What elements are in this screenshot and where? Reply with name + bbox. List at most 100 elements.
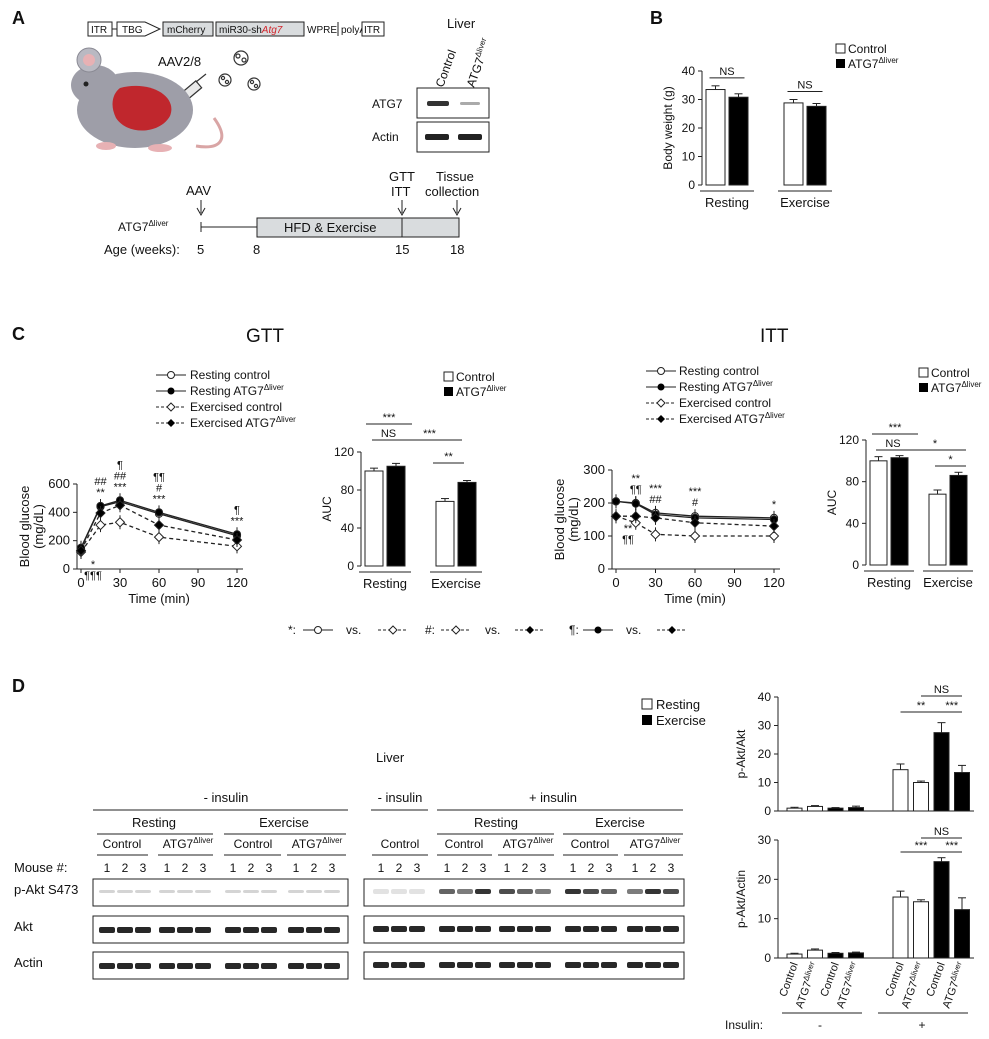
gtt-curve-data-point <box>114 500 126 511</box>
gtt-auc-significance-label: ** <box>444 451 453 463</box>
legend-b-atg7-swatch <box>836 59 845 68</box>
auc-legend-gtt-control: Control <box>456 370 495 384</box>
gtt-curve-data-point <box>153 519 165 531</box>
blot-d-mouse-number: 1 <box>378 861 385 875</box>
construct-diagram: ITR TBG mCherry miR30-shAtg7 WPRE polyA … <box>87 21 385 37</box>
pakt-actin-x-category-label: Control <box>924 961 947 998</box>
blot-d-band <box>99 963 115 969</box>
blot-d-row-label: Actin <box>14 955 43 970</box>
blot-d-band <box>177 963 193 969</box>
auc-legend-gtt-control-swatch <box>443 371 454 382</box>
gtt-legend-1: Resting ATG7Δliver <box>190 383 284 398</box>
blot-d-resting-right: Resting <box>474 815 518 830</box>
blot-d-mouse-number: 3 <box>480 861 487 875</box>
pakt-akt-y-label: p-Akt/Akt <box>734 729 748 778</box>
itt-curve-data-point <box>768 520 780 532</box>
itt-curve-y-tick-label: 300 <box>583 462 605 477</box>
blot-d-band <box>517 889 533 894</box>
blot-d-band <box>663 926 679 932</box>
pakt-actin-x-category-label: Control <box>883 961 906 998</box>
blot-d-band <box>288 963 304 969</box>
virus-label: AAV2/8 <box>158 54 201 69</box>
timeline-event-aav: AAV <box>186 183 211 198</box>
gtt-auc-y-tick-label: 40 <box>341 521 355 535</box>
itt-auc-y-tick-label: 80 <box>846 475 860 489</box>
blot-d-row-label: Akt <box>14 919 33 934</box>
body-weight-y-tick-label: 40 <box>682 64 696 78</box>
blot-d-mouse-number: 2 <box>311 861 318 875</box>
panel-label-c: C <box>12 324 25 344</box>
blot-d-band <box>535 926 551 932</box>
blot-a-band-actin-ctrl <box>425 134 449 140</box>
blot-d-band <box>409 962 425 968</box>
gtt-curve-x-tick-label: 120 <box>226 575 248 590</box>
pakt-akt-significance-label: *** <box>945 700 959 712</box>
itt-curve-x-tick-label: 120 <box>763 575 785 590</box>
blot-d-atg7-3: ATG7Δliver <box>503 836 554 851</box>
gtt-auc-significance-label: NS <box>381 428 396 440</box>
pakt-akt-bar <box>892 769 909 812</box>
body-weight-y-tick-label: 10 <box>682 150 696 164</box>
blot-d-band <box>288 890 304 893</box>
gtt-curve-y-label: Blood glucose <box>17 486 32 568</box>
blot-d-control-4: Control <box>445 837 484 851</box>
pakt-actin-bar <box>954 909 970 959</box>
blot-d-mouse-number: 1 <box>632 861 639 875</box>
blot-d-band <box>135 890 151 893</box>
gtt-curve-x-tick-label: 0 <box>77 575 84 590</box>
blot-d-band <box>159 890 175 893</box>
blot-d-band <box>225 890 241 893</box>
blot-d-band <box>117 890 133 893</box>
blot-d-band <box>373 926 389 932</box>
panel-label-a: A <box>12 8 25 28</box>
legend-b: Control ATG7Δliver <box>835 42 899 71</box>
virus-particle-icon <box>218 50 261 91</box>
gtt-auc-bar <box>386 465 406 567</box>
blot-d-band <box>391 889 407 894</box>
blot-d-band <box>457 926 473 932</box>
key-para: ¶: <box>569 623 579 637</box>
pakt-akt-y-tick-label: 20 <box>758 747 772 761</box>
pakt-actin-bar <box>913 901 929 959</box>
gtt-curve-data-point <box>231 534 243 546</box>
blot-d-atg7-2: ATG7Δliver <box>292 836 343 851</box>
itt-auc-y-tick-label: 0 <box>852 558 859 572</box>
blot-d-band <box>117 963 133 969</box>
gtt-auc-y-tick-label: 80 <box>341 483 355 497</box>
blot-d-band <box>475 962 491 968</box>
blot-d-band <box>99 927 115 933</box>
pakt-actin-y-tick-label: 20 <box>758 872 772 886</box>
itt-curve-significance-label: ** <box>631 473 640 485</box>
pakt-akt-bar <box>954 772 970 812</box>
blot-a-band-actin-ko <box>458 134 482 140</box>
gtt-curve-significance-label: # <box>156 482 163 494</box>
pakt-actin-x-category-label: Control <box>777 961 800 998</box>
blot-d-row-label: p-Akt S473 <box>14 882 78 897</box>
legend-b-control: Control <box>848 42 887 56</box>
pakt-akt-y-tick-label: 10 <box>758 776 772 790</box>
blot-d-band <box>627 926 643 932</box>
blot-d-band <box>306 963 322 969</box>
blot-d-mouse-number: 1 <box>570 861 577 875</box>
blot-d-mouse-number: 2 <box>650 861 657 875</box>
blot-d-band <box>601 889 617 894</box>
significance-key: *: vs. #: vs. ¶: vs. <box>288 623 687 637</box>
blot-d-band <box>177 927 193 933</box>
blot-d-exercise-left: Exercise <box>259 815 309 830</box>
blot-d-mouse-number: 2 <box>248 861 255 875</box>
gtt-curve-data-point <box>95 507 106 519</box>
gtt-curve-x-tick-label: 60 <box>152 575 166 590</box>
insulin-group-label: Insulin: <box>725 1018 763 1032</box>
gtt-curve-significance-label: ¶ <box>234 504 240 516</box>
construct-tbg: TBG <box>122 25 143 36</box>
timeline-hfd-box <box>256 217 460 238</box>
blot-d-mouse-number: 3 <box>606 861 613 875</box>
blot-d-atg7-1: ATG7Δliver <box>163 836 214 851</box>
blot-d-plus-insulin: + insulin <box>529 790 577 805</box>
timeline-age-label: Age (weeks): <box>104 242 180 257</box>
gtt-curve-significance-label: ## <box>94 476 107 488</box>
blot-d-mouse-number: 1 <box>164 861 171 875</box>
legend-d-exercise-swatch <box>642 715 652 725</box>
